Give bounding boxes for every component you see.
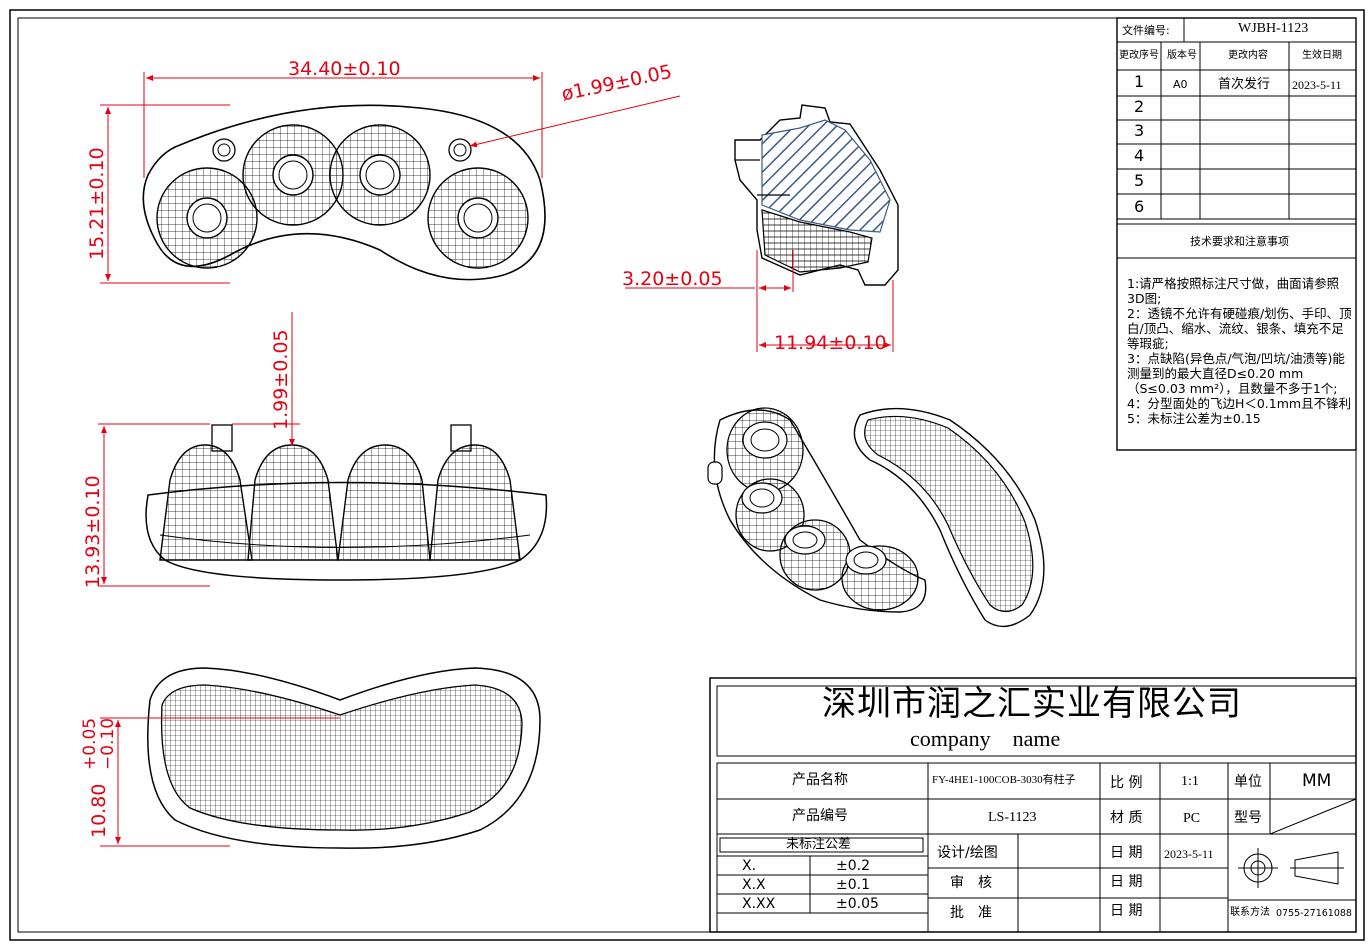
front-view-dims — [98, 312, 300, 587]
outer-frame — [9, 9, 1365, 941]
bottom-view-dims — [100, 717, 340, 847]
notes-title: 技术要求和注意事项 — [1190, 235, 1289, 248]
tol-fmt-3: X.XX — [742, 896, 776, 912]
contact: 0755-27161088 — [1276, 908, 1352, 919]
tol-val-3: ±0.05 — [836, 896, 879, 912]
note-5: 5：未标注公差为±0.15 — [1127, 411, 1261, 426]
note-3: 3：点缺陷(异色点/气泡/凹坑/油渍等)能测量到的最大直径D≤0.20 mm（S… — [1127, 351, 1345, 396]
inner-frame — [17, 17, 1357, 933]
company-name-en: company name — [910, 726, 1061, 751]
side-view — [734, 104, 899, 286]
file-no-label: 文件编号: — [1122, 24, 1170, 37]
date: 2023-5-11 — [1164, 847, 1214, 861]
dim-bottom-tol-minus: −0.10 — [98, 717, 118, 770]
material-label: 材 质 — [1110, 810, 1143, 826]
rev-row-1-date: 2023-5-11 — [1292, 78, 1342, 92]
dim-side-depth: 3.20±0.05 — [622, 268, 723, 290]
rev-row-1-content: 首次发行 — [1218, 77, 1271, 92]
contact-label: 联系方法 — [1230, 907, 1270, 918]
dim-pin-height: 1.99±0.05 — [270, 329, 292, 430]
dim-top-height: 15.21±0.10 — [86, 147, 108, 260]
material: PC — [1183, 811, 1201, 826]
rev-header-date: 生效日期 — [1302, 50, 1342, 61]
rev-header-content: 更改内容 — [1228, 50, 1268, 61]
revision-table — [1116, 17, 1357, 451]
note-2: 2：透镜不允许有硬碰痕/划伤、手印、顶白/顶凸、缩水、流纹、银条、填充不足等瑕疵… — [1127, 306, 1352, 351]
product-no-label: 产品编号 — [792, 808, 848, 824]
rev-row-2-no: 2 — [1134, 97, 1145, 116]
rev-row-6-no: 6 — [1134, 197, 1145, 216]
file-no: WJBH-1123 — [1238, 21, 1309, 36]
tolerance-title: 未标注公差 — [786, 837, 852, 852]
rev-header-ver: 版本号 — [1167, 50, 1197, 61]
top-view-dims — [100, 72, 681, 284]
approve-label: 批 准 — [950, 905, 992, 921]
rev-row-1-no: 1 — [1134, 72, 1145, 91]
check-label: 审 核 — [950, 875, 992, 891]
rev-header-no: 更改序号 — [1119, 50, 1159, 61]
tol-val-2: ±0.1 — [836, 877, 870, 893]
product-name: FY-4HE1-100COB-3030有柱子 — [932, 774, 1076, 786]
rev-row-4-no: 4 — [1134, 146, 1145, 165]
rev-row-1-ver: A0 — [1173, 78, 1188, 91]
design-label: 设计/绘图 — [937, 845, 998, 861]
bottom-view — [147, 667, 541, 849]
dim-bottom-height: 10.80 — [88, 783, 110, 838]
iso-view-bottom — [853, 407, 1045, 628]
ratio: 1:1 — [1181, 774, 1199, 789]
date-label-2: 日 期 — [1110, 874, 1143, 890]
unit: MM — [1302, 771, 1332, 791]
side-view-dims — [625, 250, 894, 352]
top-view — [142, 104, 546, 281]
tol-fmt-2: X.X — [742, 877, 766, 893]
tol-fmt-1: X. — [742, 858, 757, 874]
rev-row-3-no: 3 — [1134, 121, 1145, 140]
product-name-label: 产品名称 — [792, 772, 848, 788]
dim-side-width: 11.94±0.10 — [774, 332, 887, 354]
product-no: LS-1123 — [988, 810, 1037, 825]
date-label-1: 日 期 — [1110, 845, 1143, 861]
date-label-3: 日 期 — [1110, 903, 1143, 919]
company-name: 深圳市润之汇实业有限公司 — [822, 686, 1242, 723]
model-label: 型号 — [1234, 810, 1262, 826]
iso-view-top — [707, 407, 927, 613]
rev-row-5-no: 5 — [1134, 171, 1145, 190]
title-block — [709, 677, 1357, 933]
note-4: 4：分型面处的飞边H＜0.1mm且不锋利 — [1127, 396, 1352, 411]
dim-top-width: 34.40±0.10 — [288, 58, 401, 80]
dim-bottom-base: 10.80 — [88, 783, 110, 838]
note-1: 1:请严格按照标注尺寸做，曲面请参照3D图; — [1127, 276, 1340, 306]
section-hatch — [761, 119, 891, 233]
tol-val-1: ±0.2 — [836, 858, 870, 874]
dim-front-height: 13.93±0.10 — [82, 475, 104, 588]
front-view — [145, 424, 548, 581]
unit-label: 单位 — [1234, 774, 1262, 790]
technical-notes: 1:请严格按照标注尺寸做，曲面请参照3D图; 2：透镜不允许有硬碰痕/划伤、手印… — [1127, 276, 1353, 426]
ratio-label: 比 例 — [1110, 775, 1143, 791]
dim-bottom-tol-plus: +0.05 — [80, 717, 100, 770]
